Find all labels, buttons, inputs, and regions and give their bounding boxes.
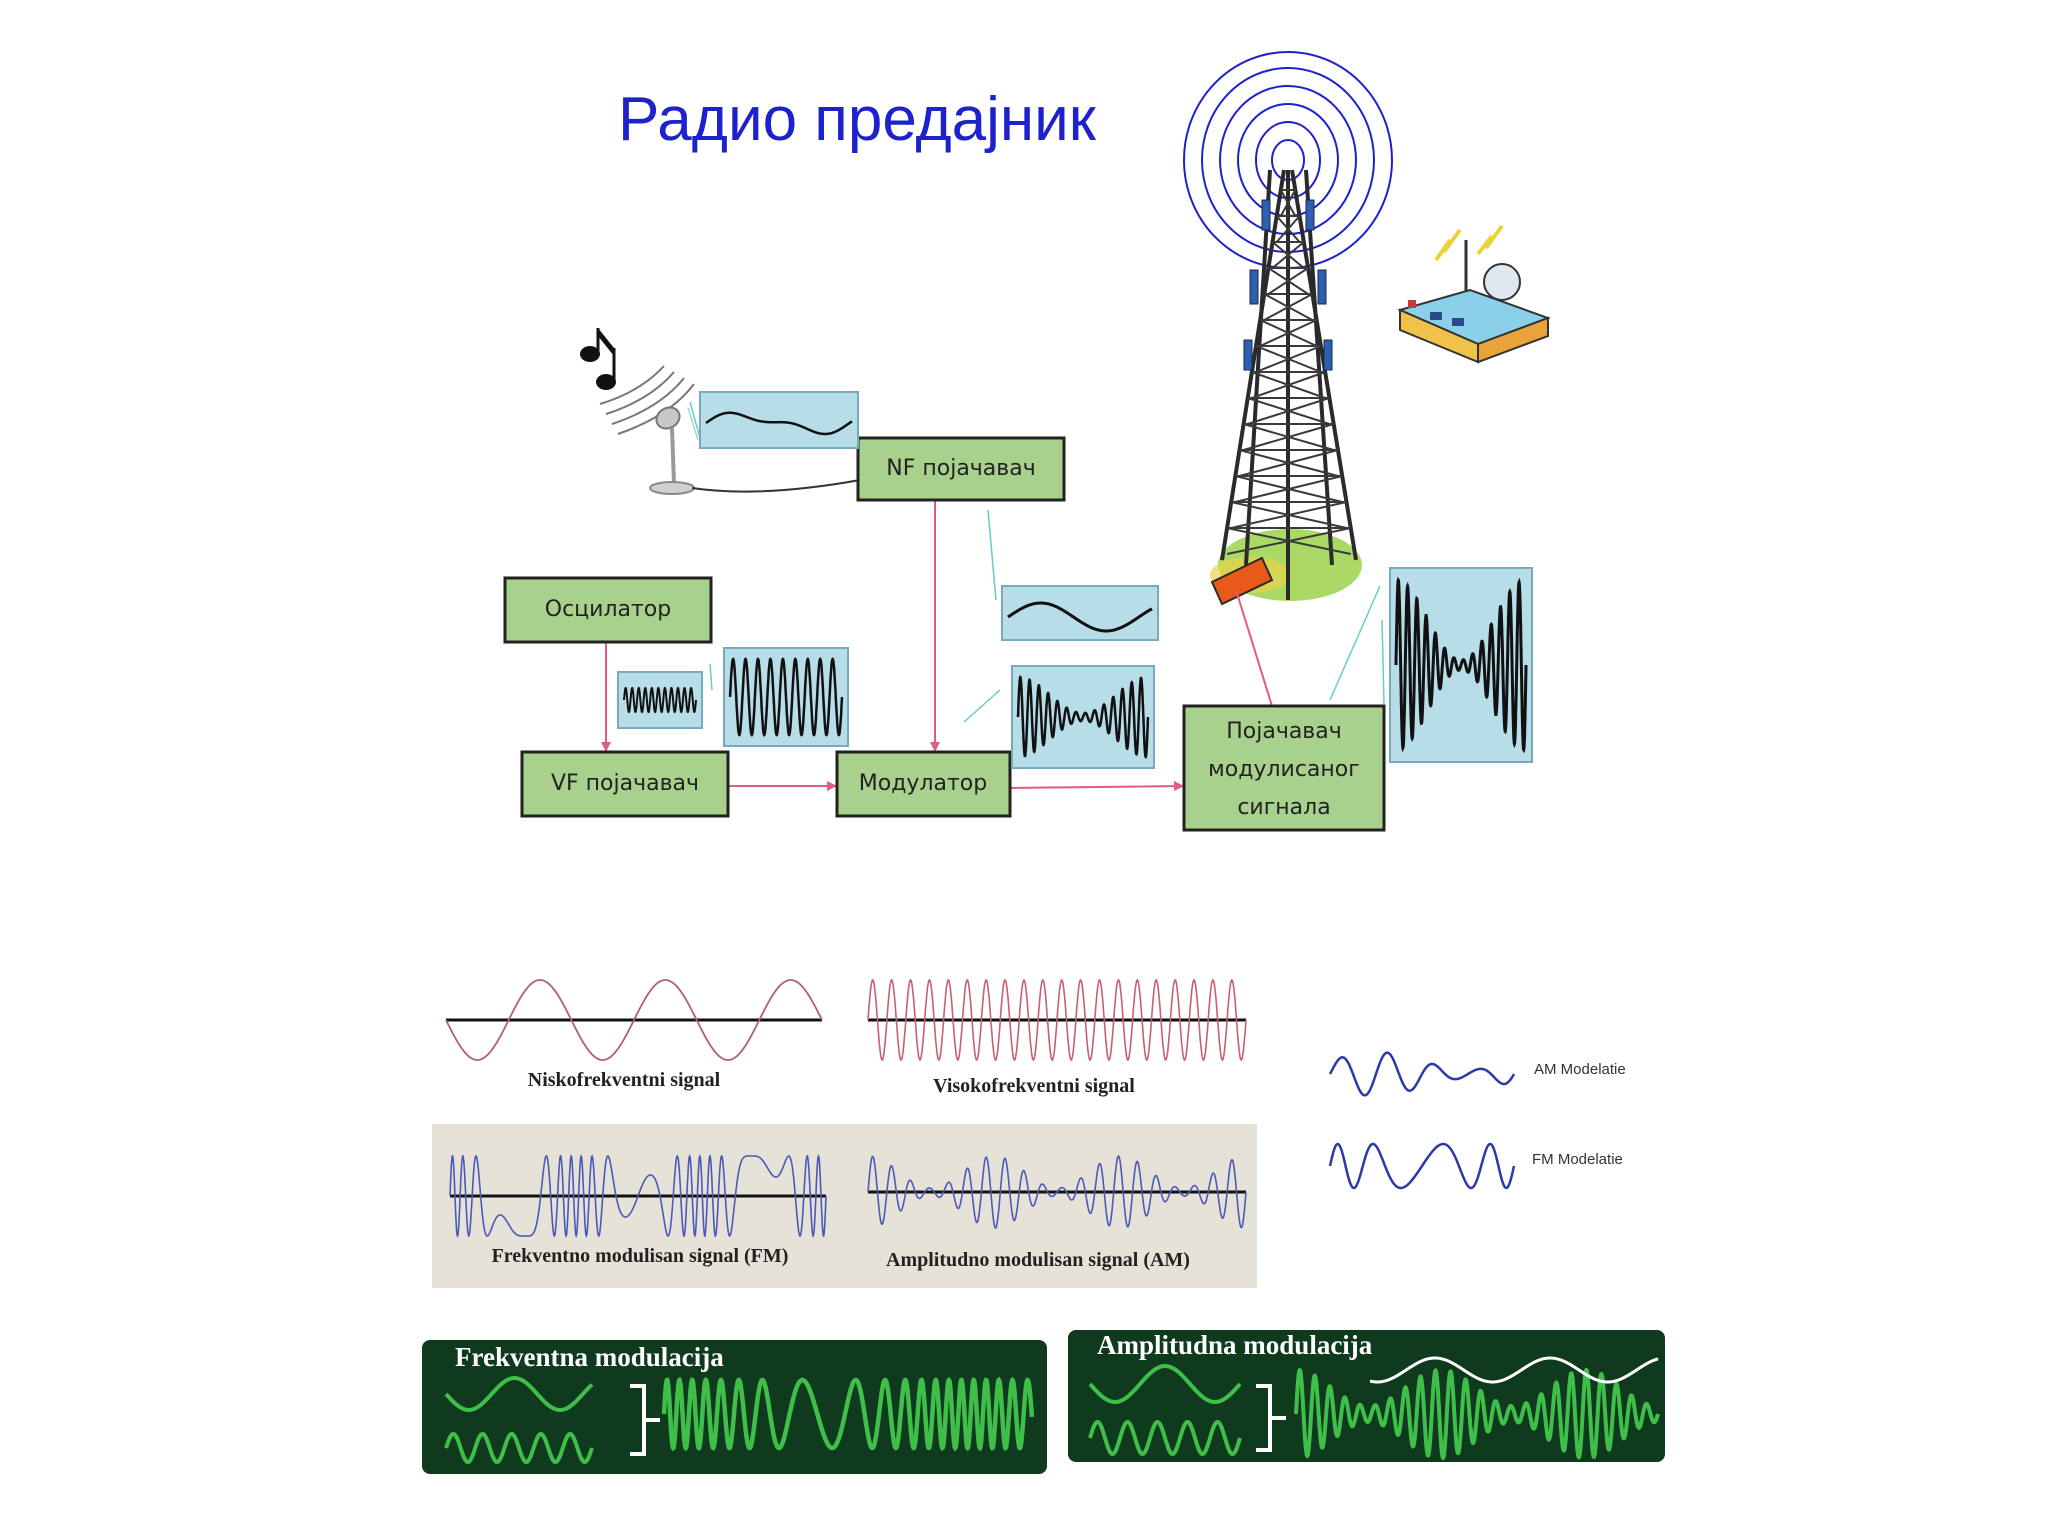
modulation-comparison-panel (432, 1124, 1257, 1288)
oscillator-label: Осцилатор (545, 597, 671, 622)
vf-output-scope-trace (728, 657, 844, 737)
waveform-scopes (617, 391, 1533, 769)
fm-panel-modulating-wave (444, 1376, 594, 1412)
low-frequency-wave (445, 979, 823, 1061)
am-modulation-label: AM Modelatie (1534, 1061, 1626, 1078)
fm-panel-title: Frekventna modulacija (455, 1342, 724, 1372)
nf-amplifier-label: NF појачавач (886, 456, 1035, 481)
leader-line (709, 663, 713, 691)
am-panel (1068, 1330, 1665, 1462)
high-frequency-signal-label: Visokofrekventni signal (933, 1075, 1135, 1097)
modulator-scope-trace (1016, 674, 1150, 760)
am-modulation-wave (1328, 1051, 1516, 1097)
modulator-block: Модулатор (835, 750, 1012, 818)
arrow-head (827, 781, 837, 791)
output-amp-label-line-2: модулисаног (1208, 757, 1360, 782)
fm-panel-result-wave (661, 1376, 1035, 1452)
nf-output-scope-trace (1007, 601, 1153, 633)
nf-input-scope-trace (705, 411, 853, 436)
vf-amplifier-label: VF појачавач (551, 771, 699, 796)
music-note-icon (580, 328, 616, 390)
connector-line (1235, 589, 1273, 707)
low-frequency-signal-label: Niskofrekventni signal (528, 1069, 721, 1091)
vf-amplifier-block: VF појачавач (520, 750, 730, 818)
fm-modulation-wave (1328, 1142, 1516, 1190)
nf-output-scope (1001, 585, 1159, 641)
modulated-signal-amplifier-block: Појачавач модулисаног сигнала (1182, 704, 1386, 832)
page-title: Радио предајник (618, 85, 1097, 154)
microphone-icon (649, 406, 695, 495)
high-frequency-wave (867, 979, 1247, 1061)
fm-signal-label: Frekventno modulisan signal (FM) (492, 1245, 789, 1267)
oscillator-block: Осцилатор (503, 576, 713, 644)
connector-line (1009, 785, 1185, 789)
am-wave (867, 1155, 1247, 1229)
leader-line (1329, 585, 1381, 701)
arrow-head (1174, 781, 1184, 791)
am-panel-title: Amplitudna modulacija (1097, 1330, 1373, 1360)
panel-waveforms (444, 1356, 1660, 1465)
signal-waveforms (445, 979, 1516, 1238)
am-signal-label: Amplitudno modulisan signal (AM) (886, 1249, 1190, 1271)
fm-panel-bracket (630, 1384, 660, 1456)
am-panel-bracket (1256, 1384, 1286, 1452)
nf-input-scope (699, 391, 859, 449)
output-scope-trace (1394, 576, 1528, 754)
arrow-head (601, 742, 611, 752)
radio-station-icon (1397, 224, 1551, 364)
am-panel-carrier-wave (1088, 1419, 1242, 1457)
leader-line (987, 509, 997, 601)
oscillator-scope-trace (623, 686, 697, 714)
leader-line (963, 689, 1001, 723)
fm-wave (449, 1154, 827, 1238)
fm-modulation-label: FM Modelatie (1532, 1151, 1623, 1168)
signal-connectors (601, 401, 1385, 791)
am-panel-modulating-wave (1088, 1364, 1242, 1404)
am-panel-envelope-wave (1369, 1356, 1659, 1384)
oscillator-scope (617, 671, 703, 729)
nf-amplifier-block: NF појачавач (856, 436, 1066, 502)
output-amp-label-line-3: сигнала (1237, 795, 1330, 820)
transmitter-tower-icon (1183, 51, 1393, 606)
arrow-head (930, 742, 940, 752)
fm-panel-carrier-wave (444, 1431, 594, 1465)
output-amp-label-line-1: Појачавач (1226, 719, 1342, 744)
leader-line (689, 401, 701, 439)
leader-line (1381, 619, 1385, 705)
am-panel-result-wave (1294, 1367, 1660, 1461)
modulator-label: Модулатор (859, 771, 987, 796)
